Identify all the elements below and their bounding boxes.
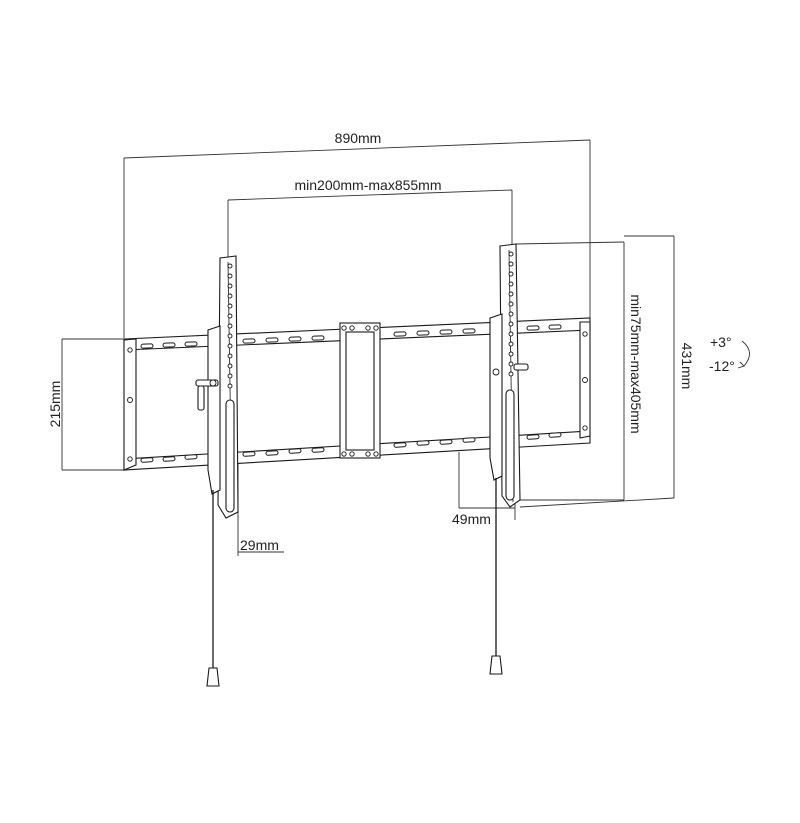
dimension-arm-offset: 29mm [237,460,284,556]
left-pull-cord [206,490,220,687]
arm-offset-label: 29mm [240,537,279,553]
tilt-up-label: +3° [710,334,732,350]
right-arm-hook [489,313,503,481]
overall-width-label: 890mm [335,130,382,146]
right-tilt-knob [513,363,529,371]
left-cord-weight-icon [206,667,220,687]
dimension-overall-width: 890mm [123,130,591,338]
left-arm-hook [207,325,221,495]
dimension-arm-spacing: min200mm-max855mm [227,177,513,258]
plate-height-label: 215mm [47,381,63,428]
dimension-vertical-range: min75mm-max405mm [515,241,644,501]
right-cord-weight-icon [489,655,503,675]
dimension-overall-height: 431mm [519,235,695,508]
vertical-range-label: min75mm-max405mm [628,294,644,433]
left-arm [195,255,239,519]
dimension-plate-height: 215mm [47,338,125,471]
right-pull-cord [489,478,503,675]
right-arm [489,243,529,508]
top-rail-slots [140,324,562,349]
center-plate [339,322,381,459]
arm-spacing-label: min200mm-max855mm [294,177,441,193]
bottom-rail-slots [140,432,562,463]
tilt-indicator: +3° -12° [709,334,750,374]
tilt-arrow-icon [741,340,750,367]
tilt-arrowhead-icon [737,361,745,369]
overall-height-label: 431mm [679,343,695,390]
wall-depth-label: 49mm [452,511,491,527]
tilt-down-label: -12° [709,358,735,374]
dimension-wall-depth: 49mm [452,452,516,527]
left-end-bracket [123,338,137,471]
